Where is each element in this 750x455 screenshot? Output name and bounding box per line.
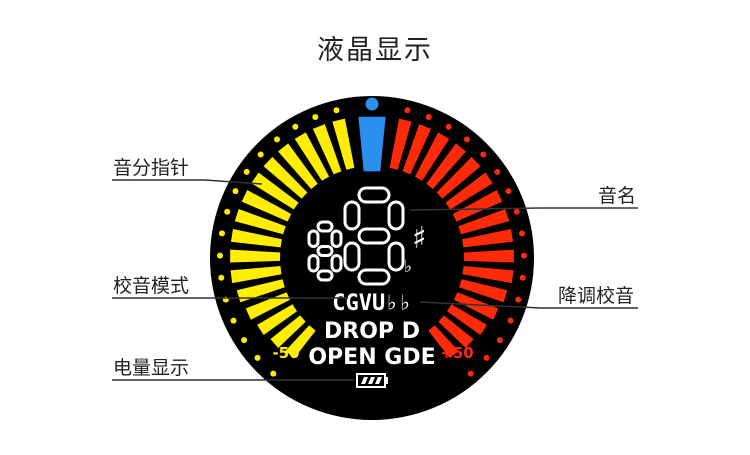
right-dot-4 <box>464 136 470 142</box>
large-digit-segment-c <box>389 243 403 270</box>
left-dot-4 <box>274 136 280 142</box>
small-digit-segment-e <box>309 256 318 272</box>
right-dot-16 <box>468 371 474 377</box>
large-digit-segment-a <box>359 188 389 202</box>
left-dot-15 <box>255 355 261 361</box>
tuning-mode-text: CGVU♭♭ <box>332 291 411 316</box>
left-dot-6 <box>244 169 250 175</box>
minus-50-label: -50 <box>272 344 299 362</box>
right-dot-1 <box>405 107 411 113</box>
left-dot-7 <box>233 188 239 194</box>
left-dot-16 <box>270 371 276 377</box>
right-dot-11 <box>520 275 526 281</box>
right-dot-15 <box>484 355 490 361</box>
callout-battery: 电量显示 <box>113 353 189 380</box>
right-dot-9 <box>519 230 525 236</box>
left-dot-9 <box>219 230 225 236</box>
callout-drop-tuning: 降调校音 <box>558 281 634 308</box>
callout-tuning-mode: 校音模式 <box>113 271 189 298</box>
right-dot-7 <box>506 188 512 194</box>
left-dot-8 <box>224 209 230 215</box>
left-dot-13 <box>231 318 237 324</box>
callout-note-name: 音名 <box>598 181 636 208</box>
left-dot-3 <box>292 124 298 130</box>
left-dot-14 <box>241 337 247 343</box>
small-digit-segment-f <box>309 231 318 247</box>
drop-d-text: DROP D <box>324 319 420 344</box>
left-dot-11 <box>218 275 224 281</box>
small-digit-segment-b <box>332 231 341 247</box>
left-dot-1 <box>334 107 340 113</box>
flat-symbol: ♭ <box>404 257 412 277</box>
open-gde-text: OPEN GDE <box>308 345 435 370</box>
right-dot-6 <box>494 169 500 175</box>
small-digit-segment-g <box>318 247 332 256</box>
right-dot-3 <box>446 124 452 130</box>
large-digit-segment-g <box>359 229 389 243</box>
left-dot-2 <box>312 114 318 120</box>
small-digit-segment-d <box>318 271 332 280</box>
right-dot-5 <box>480 152 486 158</box>
callout-cents-pointer: 音分指针 <box>113 153 189 180</box>
large-digit-segment-f <box>345 202 359 229</box>
small-digit-segment-a <box>318 222 332 231</box>
large-digit-segment-e <box>345 243 359 270</box>
left-dot-10 <box>217 253 223 259</box>
right-dot-13 <box>508 318 514 324</box>
left-dot-5 <box>258 152 264 158</box>
small-digit-segment-c <box>332 256 341 272</box>
right-dot-8 <box>514 209 520 215</box>
sharp-symbol: ♯ <box>412 221 427 256</box>
right-dot-2 <box>426 114 432 120</box>
center-indicator-dot <box>366 98 379 111</box>
right-dot-10 <box>521 253 527 259</box>
right-dot-12 <box>515 297 521 303</box>
plus-50-label: +50 <box>440 344 473 362</box>
large-digit-segment-b <box>389 202 403 229</box>
large-digit-segment-d <box>359 270 389 284</box>
right-dot-14 <box>497 337 503 343</box>
